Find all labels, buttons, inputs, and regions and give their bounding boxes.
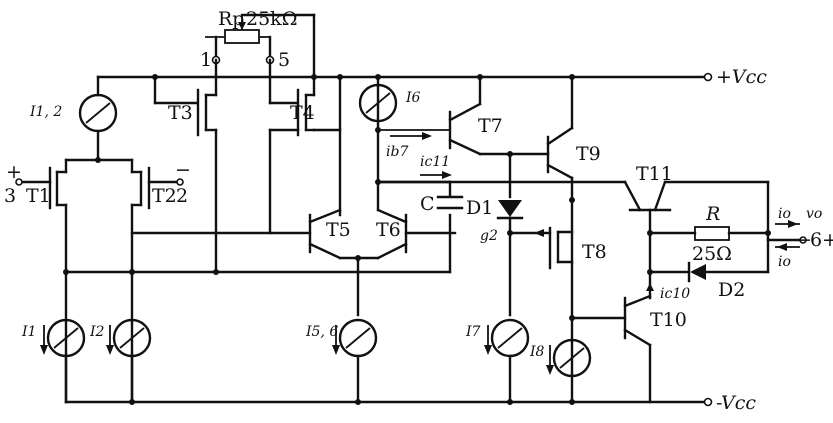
label-i7: I7 (465, 324, 481, 340)
label-i1: I1 (21, 324, 36, 340)
label-t3: T3 (168, 102, 193, 124)
transistor-t11 (376, 180, 770, 300)
transistor-t7 (448, 75, 550, 156)
label-t4: T4 (290, 102, 315, 124)
label-vo: vo (806, 206, 822, 222)
label-ib7: ib7 (386, 144, 408, 160)
diode-d1 (496, 151, 524, 317)
label-d2: D2 (718, 279, 745, 301)
transistor-t3 (153, 58, 218, 274)
label-t7: T7 (478, 115, 503, 137)
transistor-t9 (546, 74, 575, 404)
label-pin5: 5 (278, 49, 290, 71)
emitter-node-t5-t6 (355, 255, 361, 317)
label-i8: I8 (529, 344, 545, 360)
current-source-i8 (546, 338, 592, 378)
transistor-t10 (569, 283, 654, 404)
common-net-272 (63, 213, 452, 275)
label-i6: I6 (405, 90, 421, 106)
label-pin6: 6 (810, 229, 822, 251)
current-source-i56 (332, 318, 378, 404)
ic11-arrow (420, 171, 452, 179)
transistor-t6 (356, 75, 452, 260)
label-pin3: 3 (4, 185, 16, 207)
current-source-i2 (106, 318, 152, 358)
current-source-i1 (40, 318, 86, 358)
label-g2: g2 (480, 228, 498, 244)
label-ic11: ic11 (420, 154, 450, 170)
capacitor-c (375, 179, 464, 210)
transistor-t8 (508, 197, 575, 270)
label-output-minus: − (796, 229, 812, 251)
label-t11: T11 (636, 163, 673, 185)
label-t9: T9 (576, 143, 601, 165)
label-io-top: io (778, 206, 791, 222)
current-source-i6 (358, 74, 398, 133)
label-t1: T1 (26, 185, 51, 207)
current-source-i12 (78, 75, 118, 163)
rail-connectors (64, 72, 713, 407)
label-rp-value: 25kΩ (246, 8, 297, 30)
label-input-minus: − (175, 159, 191, 181)
label-ic10: ic10 (660, 286, 690, 302)
label-t8: T8 (582, 241, 607, 263)
label-t6: T6 (376, 219, 401, 241)
label-rp: Rp (218, 8, 244, 30)
ib7-arrow (378, 129, 450, 140)
label-pin1: 1 (200, 49, 212, 71)
label-t5: T5 (326, 219, 351, 241)
label-i2: I2 (89, 324, 105, 340)
label-i12: I1, 2 (29, 104, 62, 120)
label-input-plus: + (6, 161, 22, 183)
label-r: R (705, 203, 720, 225)
label-t2: T2 (152, 185, 177, 207)
potentiometer-rp (205, 13, 316, 79)
label-pin2: 2 (176, 185, 188, 207)
transistor-t4 (268, 58, 342, 235)
diode-d2 (647, 238, 770, 283)
label-output-plus: + (822, 229, 833, 251)
resistor-r (647, 226, 771, 241)
label-t10: T10 (650, 309, 687, 331)
label-vcc-negative: -Vcc (716, 392, 756, 414)
current-source-i7 (484, 318, 530, 404)
label-r-value: 25Ω (692, 243, 732, 265)
label-c: C (420, 193, 435, 215)
label-i56: I5, 6 (305, 324, 338, 340)
output-terminal (766, 220, 807, 251)
label-vcc-positive: +Vcc (716, 66, 767, 88)
label-d1: D1 (466, 197, 493, 219)
label-io-bottom: io (778, 254, 791, 270)
